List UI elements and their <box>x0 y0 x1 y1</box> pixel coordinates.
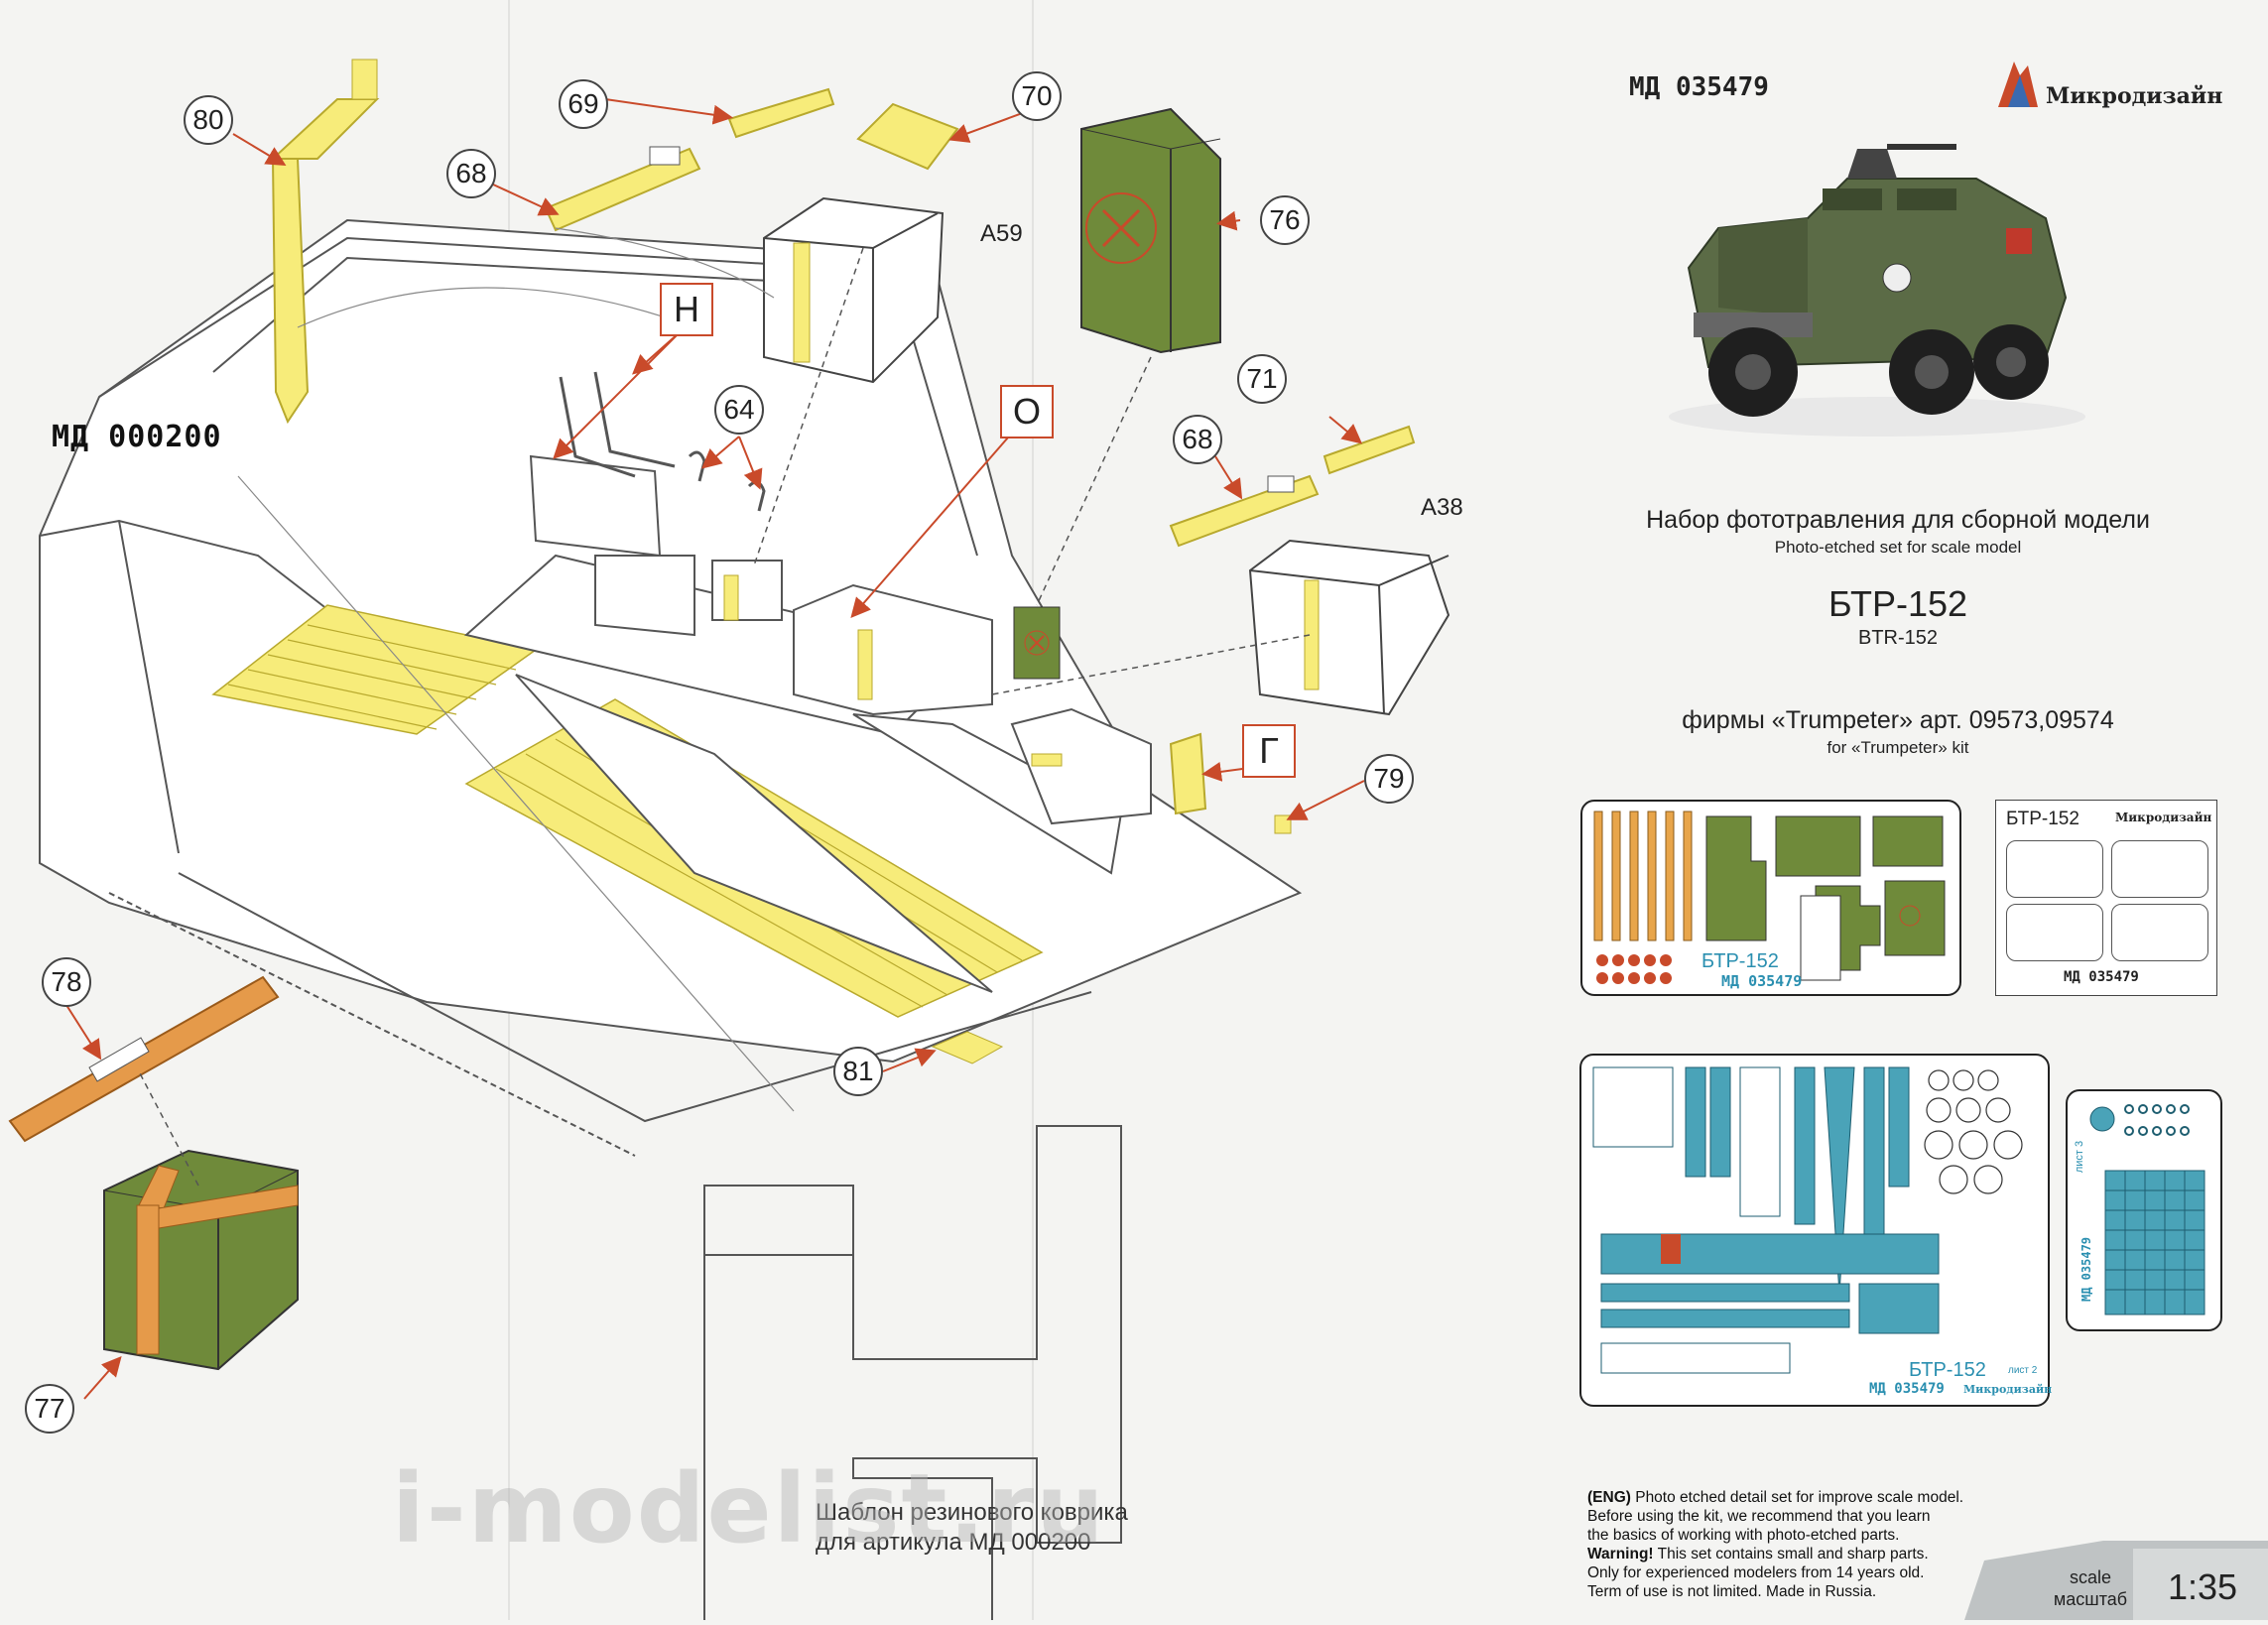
callout-68-right: 68 <box>1173 415 1222 464</box>
step-letter-n: Н <box>660 283 713 336</box>
pe-sheet-3-art <box>2089 1104 2205 1315</box>
title-ru: Набор фототравления для сборной модели <box>1646 506 2150 534</box>
brand-logo: Микродизайн <box>1994 58 2222 109</box>
sheet-2-model: БТР-152 <box>1909 1359 1986 1381</box>
note-line-2: Before using the kit, we recommend that … <box>1587 1508 1931 1525</box>
step-letter-o: О <box>1000 385 1054 438</box>
brand-name: Микродизайн <box>2046 83 2223 109</box>
first-aid-kit-76 <box>1080 107 1221 354</box>
scale-labels: scale масштаб <box>2046 1566 2135 1610</box>
mask-brand: Микродизайн <box>2115 811 2212 824</box>
brand-mark-icon <box>1998 62 2038 107</box>
sheet-2-brand: Микродизайн <box>1963 1383 2053 1396</box>
scale-label-ru: масштаб <box>2053 1589 2128 1609</box>
callout-64: 64 <box>714 385 764 435</box>
part-81 <box>931 1031 1004 1064</box>
sheet-1-model: БТР-152 <box>1701 950 1779 972</box>
mat-template-outline <box>703 1125 1122 1625</box>
strap-68-right <box>1169 425 1416 548</box>
sheet-2-list: лист 2 <box>2008 1365 2038 1376</box>
mask-model: БТР-152 <box>2006 809 2079 829</box>
mat-template-caption: Шаблон резинового коврика для артикула М… <box>816 1498 1128 1558</box>
label-a38: A38 <box>1421 494 1463 521</box>
pe-sheet-2-art <box>1592 1066 2023 1374</box>
note-line4-text: This set contains small and sharp parts. <box>1653 1546 1929 1562</box>
strap-68-top <box>544 146 701 232</box>
model-en: BTR-152 <box>1857 627 1939 649</box>
scale-label-en: scale <box>2069 1567 2112 1587</box>
callout-71: 71 <box>1237 354 1287 404</box>
note-line1-text: Photo etched detail set for improve scal… <box>1630 1489 1964 1506</box>
note-line-1: (ENG) Photo etched detail set for improv… <box>1587 1488 2103 1507</box>
firm-en: for «Trumpeter» kit <box>1827 738 1969 757</box>
callout-79: 79 <box>1364 754 1414 804</box>
box-a59 <box>763 196 945 384</box>
mask-code: МД 035479 <box>2064 969 2139 985</box>
template-caption-line-2: для артикула МД 000200 <box>816 1529 1091 1556</box>
pe-sheet-1-art <box>1593 811 1946 984</box>
sheet-2-code: МД 035479 <box>1869 1381 1945 1397</box>
pe-sheet-1: БТР-152 МД 035479 <box>1580 800 1961 996</box>
bracket-g <box>1169 732 1207 815</box>
sheet-3-list: лист 3 <box>2074 1140 2086 1174</box>
sheet-3-code: МД 035479 <box>2079 1236 2093 1302</box>
note-line-6: Term of use is not limited. Made in Russ… <box>1587 1583 1877 1600</box>
label-a59: A59 <box>980 220 1023 247</box>
english-note: (ENG) Photo etched detail set for improv… <box>1587 1488 2103 1601</box>
assembly-diagram: 80 69 70 68 76 71 68 64 79 78 81 77 A59 … <box>8 59 1463 1625</box>
pe-sheet-3: МД 035479 лист 3 <box>2066 1089 2222 1331</box>
note-line-5: Only for experienced modelers from 14 ye… <box>1587 1564 1925 1581</box>
mask-window-4 <box>2111 904 2208 961</box>
mask-sheet: БТР-152 Микродизайн МД 035479 <box>1995 800 2217 996</box>
mask-window-2 <box>2111 840 2208 898</box>
box-77 <box>103 1149 299 1371</box>
callout-68-top: 68 <box>446 149 496 198</box>
model-ru: БТР-152 <box>1827 583 1968 624</box>
sheet-1-code: МД 035479 <box>1721 972 1803 990</box>
vehicle-photo <box>1669 144 2085 437</box>
strap-80 <box>270 59 380 425</box>
watermark: i-modelist.ru <box>392 1453 1106 1564</box>
scale-badge: scale масштаб 1:35 <box>1964 1541 2268 1620</box>
pe-sheet-2: БТР-152 МД 035479 Микродизайн лист 2 <box>1579 1054 2053 1407</box>
mask-window-1 <box>2006 840 2103 898</box>
part-79 <box>1274 814 1292 834</box>
callout-70: 70 <box>1012 71 1062 121</box>
article-number: МД 035479 <box>1629 72 1769 102</box>
assembly-drawing <box>8 59 1450 1625</box>
first-aid-box-inner <box>1013 606 1061 680</box>
info-panel: МД 035479 Микродизайн <box>1528 0 2268 1620</box>
scale-badge-bg <box>1964 1541 2268 1620</box>
template-caption-line-1: Шаблон резинового коврика <box>816 1499 1128 1526</box>
mask-window-3 <box>2006 904 2103 961</box>
callout-80: 80 <box>184 95 233 145</box>
note-line-4: Warning! This set contains small and sha… <box>1587 1545 2103 1563</box>
scale-value: 1:35 <box>2167 1566 2238 1607</box>
strap-78 <box>8 975 280 1143</box>
callout-81: 81 <box>833 1047 883 1096</box>
buckle-70 <box>856 102 959 171</box>
callout-78: 78 <box>42 957 91 1007</box>
callout-77: 77 <box>25 1384 74 1434</box>
strap-69 <box>727 87 835 139</box>
box-a38 <box>1248 539 1450 716</box>
callout-69: 69 <box>559 79 608 129</box>
note-lead: (ENG) <box>1587 1489 1631 1506</box>
step-letter-g: Г <box>1242 724 1296 778</box>
firm-ru: фирмы «Trumpeter» арт. 09573,09574 <box>1682 706 2114 734</box>
mat-code-label: МД 000200 <box>52 420 222 454</box>
title-en: Photo-etched set for scale model <box>1774 538 2022 557</box>
note-warning: Warning! <box>1587 1546 1654 1562</box>
note-line-3: the basics of working with photo-etched … <box>1587 1527 1900 1544</box>
callout-76: 76 <box>1260 195 1310 245</box>
